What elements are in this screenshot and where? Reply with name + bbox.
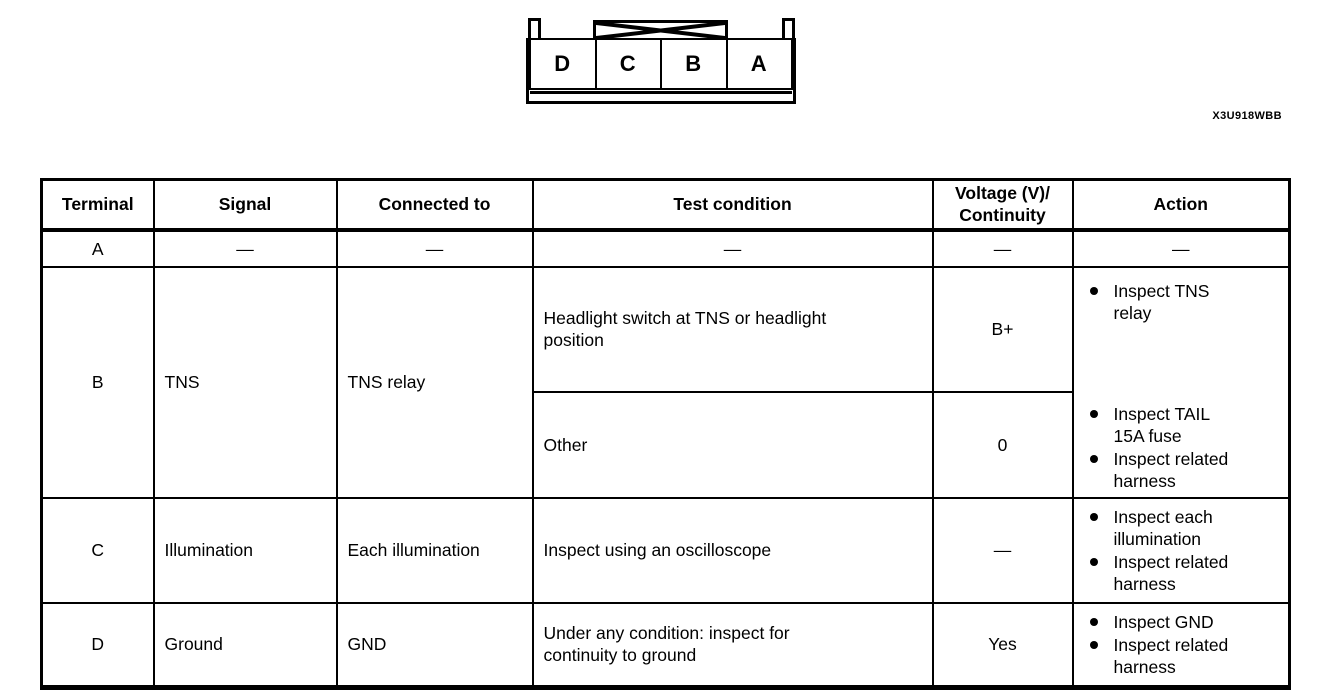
bullet-icon — [1089, 455, 1098, 463]
action-item: Inspect related harness — [1078, 634, 1285, 678]
cell-signal-c: Illumination — [152, 496, 338, 604]
cell-action-d: Inspect GND Inspect related harness — [1071, 601, 1291, 688]
action-list-b-top: Inspect TNS relay — [1078, 279, 1285, 325]
table-row-terminal-b-1: B TNS TNS relay Headlight switch at TNS … — [40, 265, 1291, 499]
action-list-c: Inspect each illumination Inspect relate… — [1078, 506, 1285, 595]
terminal-cavity-b: B — [660, 38, 728, 90]
header-signal: Signal — [152, 178, 338, 232]
action-item: Inspect each illumination — [1078, 506, 1285, 550]
header-voltage-continuity: Voltage (V)/ Continuity — [931, 178, 1074, 232]
header-test-condition: Test condition — [531, 178, 934, 232]
cell-test-c: Inspect using an oscilloscope — [531, 496, 934, 604]
bullet-icon — [1089, 640, 1098, 649]
header-terminal: Terminal — [40, 178, 155, 232]
cell-test-a: — — [531, 228, 934, 268]
terminal-cavity-c: C — [594, 38, 662, 90]
cell-connected-c: Each illumination — [335, 496, 534, 604]
terminal-cavity-a: A — [725, 38, 793, 90]
cell-voltage-c: — — [931, 496, 1074, 604]
table-row-terminal-d: D Ground GND Under any condition: inspec… — [40, 601, 1291, 688]
bullet-icon — [1089, 512, 1098, 521]
cell-test-d: Under any condition: inspect for continu… — [531, 601, 934, 688]
table-row-terminal-b-2: Other 0 — [42, 390, 1290, 499]
action-item-label: Inspect related harness — [1113, 449, 1229, 491]
action-item-label: Inspect each illumination — [1113, 506, 1213, 549]
cell-connected-a: — — [335, 228, 534, 268]
cell-signal-b: TNS — [152, 265, 338, 499]
action-item: Inspect GND — [1078, 611, 1285, 633]
terminal-cavity-d: D — [529, 38, 597, 90]
action-list-d: Inspect GND Inspect related harness — [1078, 611, 1285, 678]
action-list-b-bottom: Inspect TAIL 15A fuse Inspect related ha… — [1078, 402, 1285, 493]
cell-signal-a: — — [152, 228, 338, 268]
action-item-label: Inspect TAIL 15A fuse — [1113, 404, 1211, 446]
cell-terminal-d: D — [40, 601, 155, 688]
action-item-label: Inspect GND — [1113, 611, 1214, 632]
action-item: Inspect related harness — [1078, 448, 1285, 492]
cell-terminal-b: B — [40, 265, 155, 499]
table-header-row: Terminal Signal Connected to Test condit… — [40, 178, 1291, 232]
cell-voltage-a: — — [931, 228, 1074, 268]
table-row-terminal-c: C Illumination Each illumination Inspect… — [40, 496, 1291, 604]
cell-action-c: Inspect each illumination Inspect relate… — [1071, 496, 1291, 604]
bullet-icon — [1089, 410, 1098, 418]
bullet-icon — [1089, 617, 1098, 626]
latch-cross-icon — [596, 23, 725, 38]
connector-diagram: D C B A — [526, 18, 796, 104]
cell-connected-b: TNS relay — [335, 265, 534, 499]
action-list-b: Inspect TNS relay Inspect TAIL 15A fuse … — [1078, 279, 1285, 493]
figure-code: X3U918WBB — [1212, 110, 1282, 122]
cell-connected-d: GND — [335, 601, 534, 688]
cell-voltage-b1: B+ — [931, 265, 1074, 393]
header-connected-to: Connected to — [335, 178, 534, 232]
table-row-terminal-a: A — — — — — — [40, 228, 1291, 268]
header-action: Action — [1071, 178, 1291, 232]
cell-action-a: — — [1071, 228, 1291, 268]
connector-bottom-rail — [530, 91, 792, 94]
cell-terminal-a: A — [40, 228, 155, 268]
cell-test-b2: Other — [531, 390, 934, 499]
bullet-icon — [1089, 557, 1098, 566]
cell-voltage-d: Yes — [931, 601, 1074, 688]
terminal-spec-table: Terminal Signal Connected to Test condit… — [40, 178, 1291, 690]
action-item-label: Inspect related harness — [1113, 551, 1229, 594]
connector-terminals: D C B A — [529, 38, 793, 90]
action-item: Inspect TNS relay — [1078, 280, 1285, 324]
action-item: Inspect related harness — [1078, 551, 1285, 595]
cell-terminal-c: C — [40, 496, 155, 604]
action-item-label: Inspect related harness — [1113, 634, 1229, 677]
cell-action-b: Inspect TNS relay Inspect TAIL 15A fuse … — [1071, 265, 1291, 499]
cell-voltage-b2: 0 — [931, 390, 1074, 499]
cell-signal-d: Ground — [152, 601, 338, 688]
action-item-label: Inspect TNS relay — [1113, 281, 1210, 323]
bullet-icon — [1089, 287, 1098, 295]
cell-test-b1: Headlight switch at TNS or headlight pos… — [531, 265, 934, 393]
action-item: Inspect TAIL 15A fuse — [1078, 403, 1285, 447]
